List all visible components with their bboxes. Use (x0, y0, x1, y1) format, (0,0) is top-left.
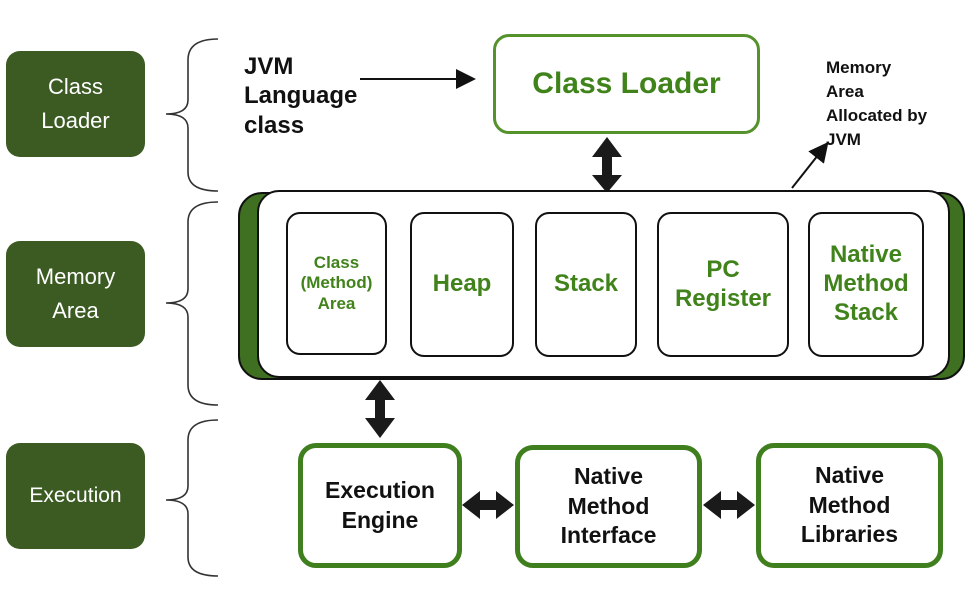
memory-execution-double-arrow (365, 380, 395, 438)
interface-libraries-double-arrow (703, 491, 755, 519)
memory-allocated-note: Memory Area Allocated by JVM (826, 58, 928, 150)
engine-interface-double-arrow (462, 491, 514, 519)
class-loader-bracket (165, 38, 219, 192)
pc-register-box: PC Register (657, 212, 789, 357)
native-method-libraries-label: Native Method Libraries (800, 461, 899, 548)
native-method-stack-box: Native Method Stack (808, 212, 924, 357)
stack-box: Stack (535, 212, 637, 357)
native-method-libraries-box: Native Method Libraries (756, 443, 943, 568)
class-loader-box-label: Class Loader (532, 67, 721, 100)
native-method-interface-label: Native Method Interface (560, 462, 657, 549)
class-loader-section-label: Class Loader (6, 51, 145, 157)
execution-bracket (165, 419, 219, 577)
jvm-language-class-text: JVM Language class (244, 53, 358, 139)
class-method-area-box: Class (Method) Area (286, 212, 387, 355)
execution-engine-box: Execution Engine (298, 443, 462, 568)
memory-note-arrow (791, 141, 829, 189)
heap-box: Heap (410, 212, 514, 357)
memory-area-section-label: Memory Area (6, 241, 145, 347)
class-loader-box: Class Loader (493, 34, 760, 134)
execution-section-label: Execution (6, 443, 145, 549)
classloader-memory-double-arrow (592, 137, 622, 193)
execution-engine-label: Execution Engine (325, 476, 435, 533)
memory-area-bracket (165, 201, 219, 406)
native-method-interface-box: Native Method Interface (515, 445, 702, 568)
